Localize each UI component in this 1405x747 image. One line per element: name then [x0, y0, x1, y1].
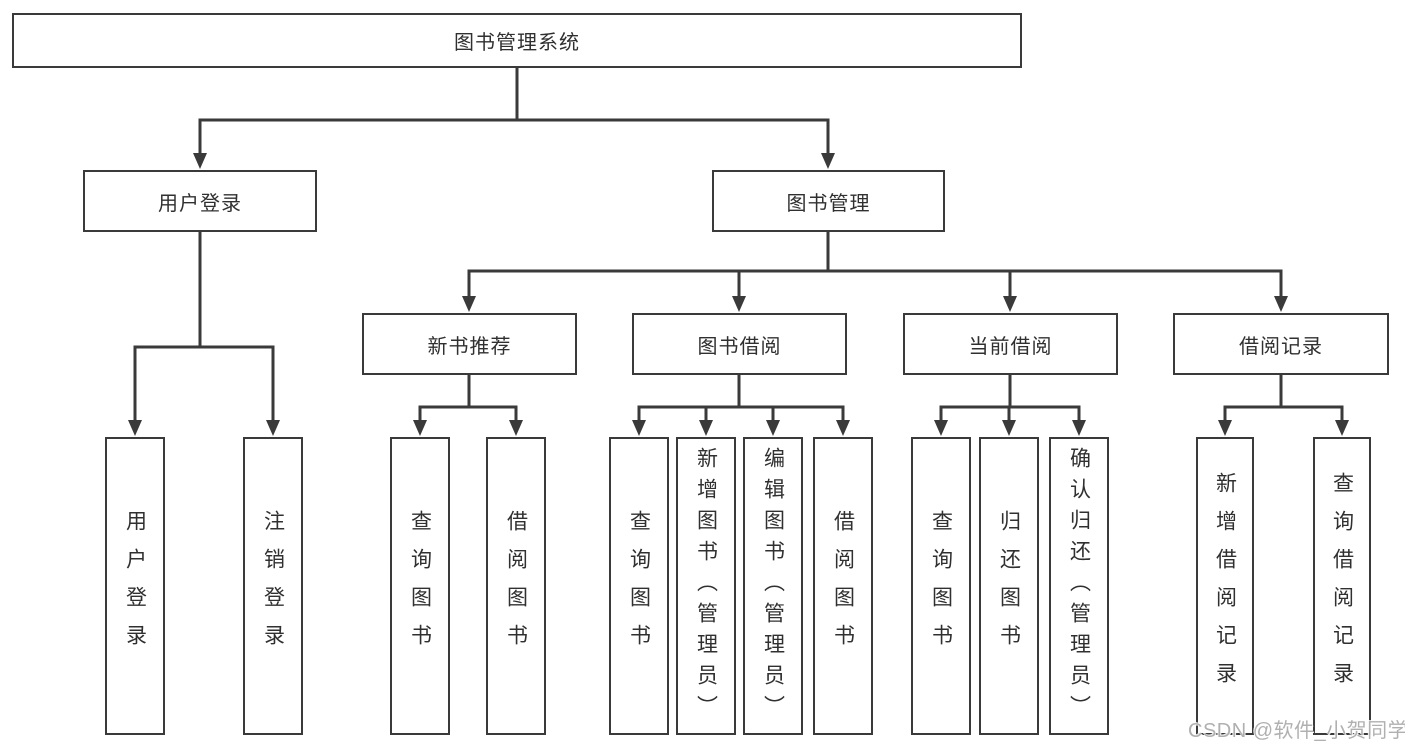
node-label: 用户登录: [158, 192, 242, 215]
node-label: 查询图书: [929, 510, 953, 662]
node-book-management-module: 图书管理: [712, 170, 945, 232]
node-label: 新增借阅记录: [1213, 472, 1237, 700]
arrowhead-icon: [1003, 296, 1017, 312]
node-label: 图书借阅: [697, 335, 782, 358]
arrowhead-icon: [1072, 420, 1086, 436]
arrowhead-icon: [462, 296, 476, 312]
node-label: 新书推荐: [427, 335, 512, 358]
arrowhead-icon: [821, 153, 835, 169]
arrowhead-icon: [1218, 420, 1232, 436]
leaf-confirm-return-admin: 确认归还（管理员）: [1049, 437, 1109, 735]
node-new-book-recommendation: 新书推荐: [362, 313, 577, 375]
leaf-recommend-borrow-books: 借阅图书: [486, 437, 546, 735]
arrowhead-icon: [1274, 296, 1288, 312]
node-label: 借阅图书: [831, 510, 855, 662]
leaf-add-borrow-record: 新增借阅记录: [1196, 437, 1254, 735]
node-label: 用户登录: [123, 510, 147, 662]
node-label: 确认归还（管理员）: [1067, 446, 1091, 726]
arrowhead-icon: [732, 296, 746, 312]
arrowhead-icon: [193, 153, 207, 169]
node-label: 图书管理: [786, 192, 871, 215]
node-user-login-module: 用户登录: [83, 170, 317, 232]
node-label: 注销登录: [261, 510, 285, 662]
leaf-add-books-admin: 新增图书（管理员）: [676, 437, 736, 735]
arrowhead-icon: [266, 420, 280, 436]
leaf-recommend-query-books: 查询图书: [390, 437, 450, 735]
arrowhead-icon: [934, 420, 948, 436]
node-label: 查询借阅记录: [1330, 472, 1354, 700]
node-label: 归还图书: [997, 510, 1021, 662]
node-label: 图书管理系统: [454, 32, 580, 54]
leaf-return-books: 归还图书: [979, 437, 1039, 735]
node-label: 借阅图书: [504, 510, 528, 662]
node-label: 查询图书: [627, 510, 651, 662]
leaf-borrowing-query-books: 查询图书: [609, 437, 669, 735]
arrowhead-icon: [836, 420, 850, 436]
node-label: 编辑图书（管理员）: [761, 446, 785, 726]
node-label: 借阅记录: [1239, 335, 1323, 358]
leaf-query-borrow-record: 查询借阅记录: [1313, 437, 1371, 735]
node-library-management-system: 图书管理系统: [12, 13, 1022, 68]
arrowhead-icon: [766, 420, 780, 436]
arrowhead-icon: [699, 420, 713, 436]
arrowhead-icon: [632, 420, 646, 436]
node-book-borrowing: 图书借阅: [632, 313, 847, 375]
node-borrowing-records: 借阅记录: [1173, 313, 1389, 375]
arrowhead-icon: [509, 420, 523, 436]
arrowhead-icon: [1002, 420, 1016, 436]
arrowhead-icon: [128, 420, 142, 436]
arrowhead-icon: [1335, 420, 1349, 436]
leaf-user-login: 用户登录: [105, 437, 165, 735]
node-label: 新增图书（管理员）: [694, 446, 718, 726]
node-current-borrowing: 当前借阅: [903, 313, 1118, 375]
leaf-logout: 注销登录: [243, 437, 303, 735]
leaf-current-query-books: 查询图书: [911, 437, 971, 735]
leaf-borrowing-borrow-books: 借阅图书: [813, 437, 873, 735]
watermark: CSDN @软件_小贺同学: [1188, 720, 1405, 742]
node-label: 查询图书: [408, 510, 432, 662]
node-label: 当前借阅: [968, 335, 1053, 358]
arrowhead-icon: [413, 420, 427, 436]
leaf-edit-books-admin: 编辑图书（管理员）: [743, 437, 803, 735]
